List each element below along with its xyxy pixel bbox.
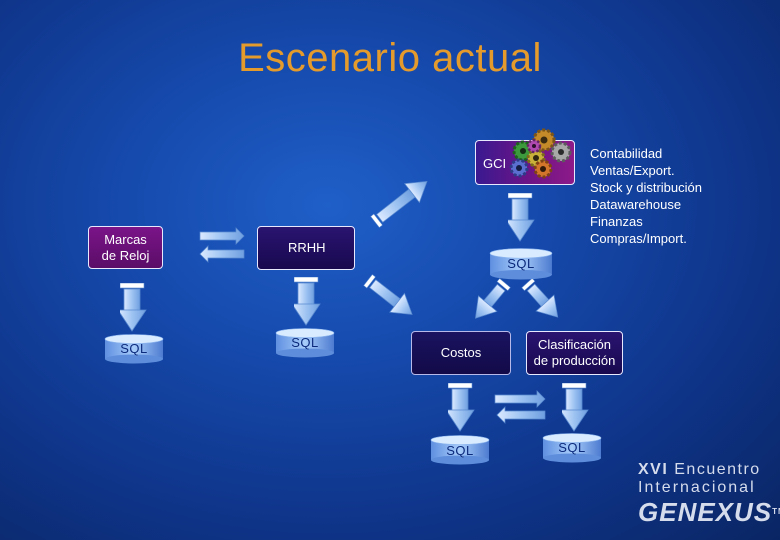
- arrow-diagonal-icon: [363, 274, 413, 315]
- node-marcas-line1: Marcas: [104, 231, 147, 247]
- arrow-down-icon: [508, 193, 535, 242]
- arrow-down-icon: [448, 383, 475, 432]
- db-label-clasif: SQL: [558, 440, 586, 455]
- logo-line2: Internacional: [638, 479, 756, 496]
- gci-module-item: Finanzas: [590, 214, 643, 229]
- node-rrhh-label: RRHH: [288, 240, 326, 255]
- gci-module-item: Ventas/Export.: [590, 163, 675, 178]
- page-title: Escenario actual: [238, 36, 542, 80]
- gci-module-item: Datawarehouse: [590, 197, 682, 212]
- db-label-costos: SQL: [446, 443, 474, 458]
- logo-line1: XVI Encuentro: [638, 461, 761, 478]
- arrow-diagonal-icon: [521, 277, 559, 318]
- node-gci-label: GCI: [483, 156, 507, 171]
- gci-modules-list: Contabilidad Ventas/Export. Stock y dist…: [590, 145, 702, 247]
- node-clasif-line2: de producción: [533, 353, 616, 368]
- double-arrow-icon: [199, 227, 245, 263]
- arrow-diagonal-icon: [475, 278, 511, 319]
- double-arrow-icon: [494, 390, 546, 424]
- gci-module-item: Stock y distribución: [590, 180, 702, 195]
- arrow-down-icon: [120, 283, 147, 332]
- gci-module-item: Compras/Import.: [590, 231, 687, 246]
- db-label-gci: SQL: [507, 256, 535, 271]
- node-clasificacion: Clasificación de producción: [526, 331, 623, 375]
- db-label-rrhh: SQL: [291, 335, 319, 350]
- node-rrhh: RRHH: [257, 226, 355, 270]
- arrow-down-icon: [562, 383, 589, 432]
- arrow-down-icon: [294, 277, 321, 326]
- node-marcas-line2: de Reloj: [101, 247, 150, 263]
- gci-module-item: Contabilidad: [590, 146, 663, 161]
- node-clasif-line1: Clasificación: [538, 337, 611, 352]
- node-marcas-de-reloj: Marcas de Reloj: [88, 226, 163, 269]
- genexus-logo: GENEXUSTM: [638, 497, 780, 527]
- arrow-diagonal-icon: [370, 180, 428, 228]
- event-logo: XVI Encuentro Internacional GENEXUSTM: [638, 461, 780, 527]
- db-label-marcas: SQL: [120, 341, 148, 356]
- node-costos-label: Costos: [440, 345, 482, 360]
- node-costos: Costos: [411, 331, 511, 375]
